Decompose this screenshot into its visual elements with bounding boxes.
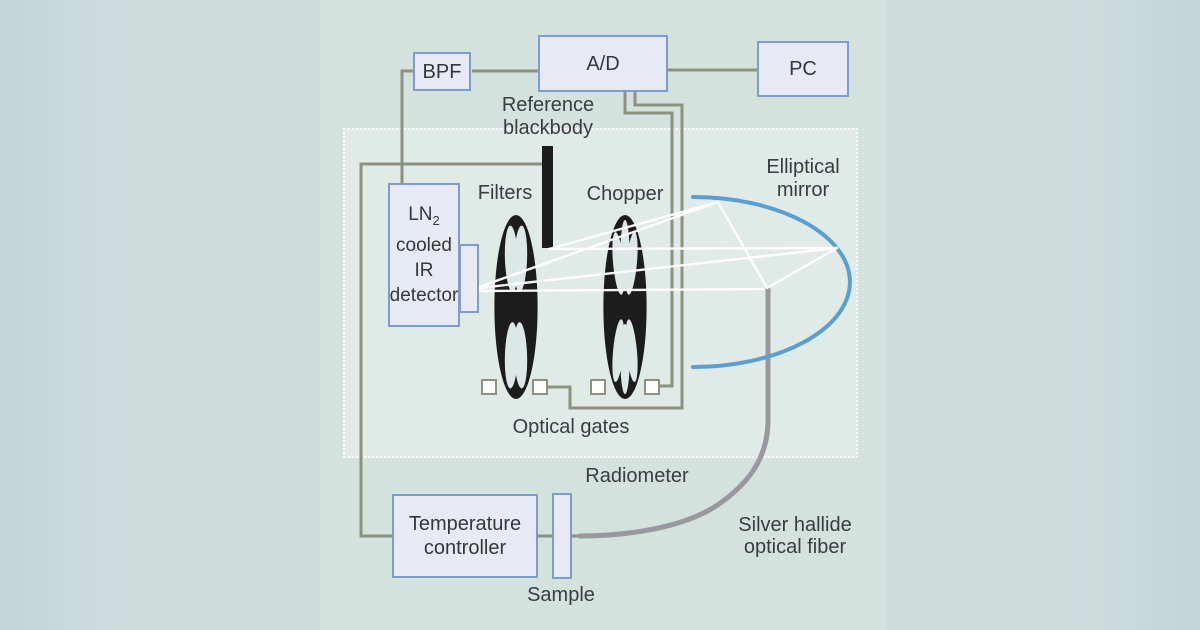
detector-line4: detector bbox=[389, 284, 459, 306]
optical-fiber-label: Silver hallide optical fiber bbox=[713, 514, 877, 558]
elliptical-mirror-line1: Elliptical bbox=[766, 156, 840, 178]
detector-window bbox=[459, 244, 479, 313]
wire-ad-to-filter-gate bbox=[548, 92, 684, 410]
filters-label: Filters bbox=[477, 182, 533, 204]
beam-group bbox=[477, 200, 839, 293]
bpf-label: BPF bbox=[422, 60, 462, 83]
bpf-box: BPF bbox=[413, 52, 471, 91]
wire-group bbox=[359, 68, 757, 538]
optical-gate-4 bbox=[644, 379, 660, 395]
pc-box: PC bbox=[757, 41, 849, 97]
temperature-controller-label: Temperature controller bbox=[409, 512, 521, 560]
optical-gates-label: Optical gates bbox=[512, 416, 630, 438]
optical-fiber-curve bbox=[577, 286, 771, 539]
beam-detector-to-fiber bbox=[477, 287, 765, 293]
temperature-controller-box: Temperature controller bbox=[392, 494, 538, 578]
elliptical-mirror-arc bbox=[691, 195, 852, 369]
sample-cell bbox=[552, 493, 572, 579]
reference-blackbody-line1: Reference bbox=[501, 94, 595, 116]
beam-blackbody-to-mirror-mid bbox=[547, 246, 839, 251]
beam-blackbody-to-mirror-top bbox=[547, 200, 720, 251]
tc-line1: Temperature bbox=[408, 513, 522, 535]
radiometer-label: Radiometer bbox=[585, 465, 689, 487]
detector-line3: IR bbox=[414, 259, 434, 281]
beam-detector-to-mirror-top bbox=[477, 200, 720, 289]
beam-detector-to-mirror-mid bbox=[477, 246, 839, 290]
beam-mirror-top-to-fiber bbox=[716, 200, 769, 290]
wire-ad-to-chopper-gate bbox=[623, 92, 674, 388]
beam-mirror-mid-to-fiber bbox=[765, 246, 839, 290]
wire-bpf-to-detector bbox=[400, 69, 413, 183]
ir-detector-label: LN2 cooled IR detector bbox=[390, 202, 459, 308]
optical-gate-1 bbox=[481, 379, 497, 395]
reference-blackbody-label: Reference blackbody bbox=[478, 94, 618, 140]
sample-label: Sample bbox=[527, 584, 595, 606]
reference-blackbody-bar bbox=[542, 146, 553, 248]
wire-controller-to-blackbody bbox=[359, 162, 542, 538]
reference-blackbody-line2: blackbody bbox=[502, 117, 594, 139]
ad-converter-box: A/D bbox=[538, 35, 668, 92]
optical-fiber-line2: optical fiber bbox=[743, 536, 847, 558]
filter-wheel bbox=[494, 215, 538, 399]
elliptical-mirror-label: Elliptical mirror bbox=[741, 156, 865, 202]
detector-subscript: 2 bbox=[432, 212, 440, 228]
ad-label: A/D bbox=[586, 52, 620, 75]
tc-line2: controller bbox=[423, 537, 507, 559]
pc-label: PC bbox=[789, 58, 817, 80]
chopper-label: Chopper bbox=[586, 183, 664, 205]
optical-gates-group bbox=[481, 379, 660, 395]
optical-gate-3 bbox=[590, 379, 606, 395]
optical-gate-2 bbox=[532, 379, 548, 395]
detector-line1: LN bbox=[408, 204, 433, 226]
chopper-wheel bbox=[603, 215, 647, 399]
elliptical-mirror-line2: mirror bbox=[776, 179, 830, 201]
optical-fiber-line1: Silver hallide bbox=[738, 514, 852, 536]
detector-line2: cooled bbox=[396, 234, 452, 256]
